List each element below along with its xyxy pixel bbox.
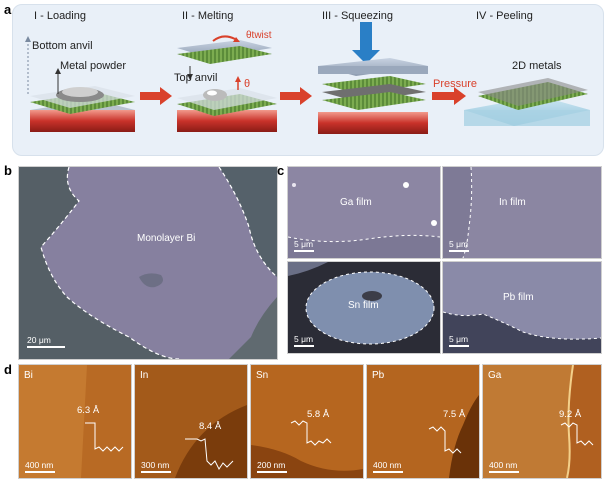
afm-pb-element: Pb (372, 370, 385, 381)
afm-tile-in: In 8.4 Å 300 nm (134, 364, 248, 479)
label-top-anvil: Top anvil (174, 72, 218, 84)
label-theta-twist: θtwist (246, 30, 272, 41)
afm-bi-scalebar: 400 nm (25, 460, 55, 473)
step-1-stack (30, 86, 135, 132)
step-1-title: I - Loading (34, 10, 86, 22)
afm-pb-scalebar: 400 nm (373, 460, 403, 473)
arrow-1 (140, 87, 172, 105)
afm-sn-element: Sn (256, 370, 269, 381)
step-4-title: IV - Peeling (476, 10, 533, 22)
ga-scalebar-text: 5 μm (294, 239, 314, 249)
panel-d-letter: d (4, 362, 12, 377)
arrow-3 (432, 87, 466, 105)
afm-ga-element: Ga (488, 370, 502, 381)
pb-film-label: Pb film (503, 292, 534, 303)
afm-pb-scalebar-text: 400 nm (373, 460, 402, 470)
step-3-title: III - Squeezing (322, 10, 393, 22)
afm-ga-scalebar-text: 400 nm (489, 460, 518, 470)
label-metal-powder: Metal powder (60, 60, 127, 72)
panel-b-letter: b (4, 163, 12, 178)
sn-scalebar: 5 μm (294, 334, 314, 347)
afm-tile-bi: Bi 6.3 Å 400 nm (18, 364, 132, 479)
panel-c-tile-sn: Sn film 5 μm (287, 261, 441, 354)
panel-c-tile-pb: Pb film 5 μm (442, 261, 602, 354)
afm-tile-ga: Ga 9.2 Å 400 nm (482, 364, 602, 479)
ga-film-label: Ga film (340, 197, 372, 208)
afm-ga-scalebar: 400 nm (489, 460, 519, 473)
afm-in-step: 8.4 Å (199, 421, 222, 432)
panel-b-label: Monolayer Bi (137, 233, 196, 244)
panel-b-scalebar-text: 20 μm (27, 335, 51, 345)
label-bottom-anvil: Bottom anvil (32, 40, 93, 52)
afm-in-scalebar-text: 300 nm (141, 460, 170, 470)
panel-c-letter: c (277, 163, 285, 178)
afm-sn-scalebar-text: 200 nm (257, 460, 286, 470)
step-4-stack (464, 78, 590, 126)
afm-tile-sn: Sn 5.8 Å 200 nm (250, 364, 364, 479)
sn-scalebar-text: 5 μm (294, 334, 314, 344)
pb-scalebar: 5 μm (449, 334, 469, 347)
label-theta: θ (244, 78, 251, 90)
step-2-stack (177, 35, 277, 132)
schematic-drawing (25, 22, 590, 134)
panel-b-scalebar: 20 μm (27, 335, 65, 348)
panel-b-micrograph: Monolayer Bi 20 μm (18, 166, 278, 360)
afm-tile-pb: Pb 7.5 Å 400 nm (366, 364, 480, 479)
step-2-title: II - Melting (182, 10, 234, 22)
panel-a-letter: a (4, 2, 12, 17)
in-scalebar-text: 5 μm (449, 239, 469, 249)
afm-in-element: In (140, 370, 149, 381)
pb-scalebar-text: 5 μm (449, 334, 469, 344)
in-film-label: In film (499, 197, 526, 208)
panel-c-tile-ga: Ga film 5 μm (287, 166, 441, 259)
afm-bi-scalebar-text: 400 nm (25, 460, 54, 470)
afm-ga-step: 9.2 Å (559, 409, 582, 420)
label-pressure: Pressure (433, 78, 478, 90)
afm-sn-step: 5.8 Å (307, 409, 330, 420)
afm-bi-element: Bi (24, 370, 33, 381)
afm-bi-step: 6.3 Å (77, 405, 100, 416)
sn-film-label: Sn film (348, 300, 379, 311)
in-scalebar: 5 μm (449, 239, 469, 252)
step-3-stack (318, 22, 428, 134)
afm-pb-step: 7.5 Å (443, 409, 466, 420)
ga-scalebar: 5 μm (294, 239, 314, 252)
arrow-2 (280, 87, 312, 105)
label-2d-metals: 2D metals (512, 60, 562, 72)
panel-c-tile-in: In film 5 μm (442, 166, 602, 259)
afm-in-scalebar: 300 nm (141, 460, 171, 473)
afm-sn-scalebar: 200 nm (257, 460, 287, 473)
